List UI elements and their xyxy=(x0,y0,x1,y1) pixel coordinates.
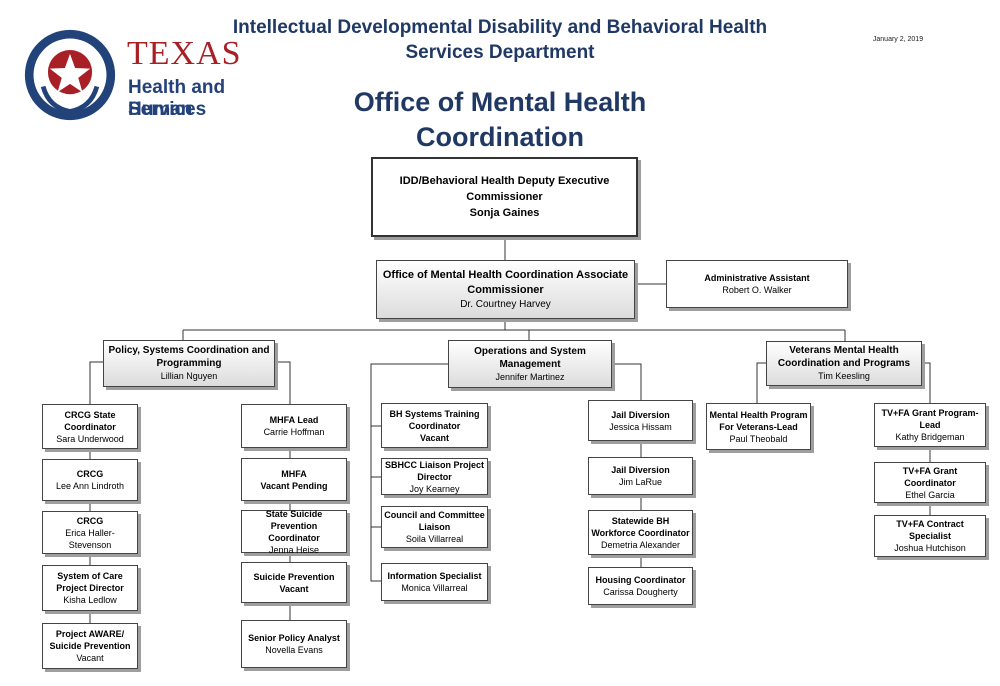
org-box-name: Joshua Hutchison xyxy=(894,543,966,553)
org-box-name: Lee Ann Lindroth xyxy=(55,481,125,491)
org-box-name: Novella Evans xyxy=(265,645,323,655)
org-box-workforce-coordinator: Statewide BH Workforce Coordinator Demet… xyxy=(588,510,693,555)
org-box-mh-veterans-lead: Mental Health Program For Veterans-Lead … xyxy=(706,403,811,450)
org-box-title: State Suicide Prevention Coordinator xyxy=(265,508,323,543)
org-box-title: Policy, Systems Coordination and Program… xyxy=(108,345,270,369)
org-box-name: Tim Keesling xyxy=(818,371,870,381)
org-box-deputy: IDD/Behavioral Health Deputy Executive C… xyxy=(371,157,638,237)
org-box-title: CRCG xyxy=(76,469,104,479)
org-box-title: CRCG State Coordinator xyxy=(64,409,116,432)
org-box-name: Dr. Courtney Harvey xyxy=(460,298,551,310)
org-box-title: Project AWARE/ Suicide Prevention xyxy=(49,629,131,651)
org-box-name: Jessica Hissam xyxy=(609,421,672,432)
line-ops-left-spine xyxy=(370,363,448,582)
org-box-name: Demetria Alexander xyxy=(600,539,681,550)
org-box-name: Robert O. Walker xyxy=(722,285,792,295)
org-box-suicide-coordinator: State Suicide Prevention Coordinator Jen… xyxy=(241,508,347,555)
org-box-tvfa-lead: TV+FA Grant Program-Lead Kathy Bridgeman xyxy=(874,403,986,447)
org-box-housing-coordinator: Housing Coordinator Carissa Dougherty xyxy=(588,567,693,605)
org-box-name: Vacant xyxy=(279,583,309,594)
org-box-senior-policy: Senior Policy Analyst Novella Evans xyxy=(241,620,347,668)
org-box-sbhcc: SBHCC Liaison Project Director Joy Kearn… xyxy=(381,458,488,495)
org-box-title: Housing Coordinator xyxy=(595,575,686,585)
org-box-title: Statewide BH Workforce Coordinator xyxy=(591,515,690,538)
org-box-name: Carissa Dougherty xyxy=(603,587,678,597)
org-box-tvfa-contract: TV+FA Contract Specialist Joshua Hutchis… xyxy=(874,515,986,557)
org-box-system-of-care: System of Care Project Director Kisha Le… xyxy=(42,565,138,611)
org-box-suicide-prevention: Suicide Prevention Vacant xyxy=(241,562,347,603)
org-box-assistant: Administrative Assistant Robert O. Walke… xyxy=(666,260,848,308)
texas-hhs-logo: TEXAS Health and Human Services xyxy=(22,25,292,125)
org-box-title: Jail Diversion xyxy=(611,409,670,420)
org-box-title: TV+FA Grant Coordinator xyxy=(902,465,958,488)
org-box-name: Soila Villarreal xyxy=(405,534,464,544)
org-box-title: System of Care Project Director xyxy=(56,571,124,593)
org-box-name: Kisha Ledlow xyxy=(63,595,117,605)
org-box-title: Council and Committee Liaison xyxy=(384,510,485,532)
org-box-title: TV+FA Grant Program-Lead xyxy=(881,408,979,430)
org-box-title: Suicide Prevention xyxy=(253,571,335,582)
logo-texas-text: TEXAS xyxy=(127,35,242,72)
line-vet-left-drop xyxy=(756,362,766,403)
line-vet-right-drop xyxy=(922,362,931,403)
org-box-name: Vacant xyxy=(76,653,104,663)
org-box-name: Sara Underwood xyxy=(56,433,124,444)
org-box-title: Administrative Assistant xyxy=(704,273,810,283)
org-box-title: Veterans Mental Health Coordination and … xyxy=(777,345,911,369)
org-box-council-liaison: Council and Committee Liaison Soila Vill… xyxy=(381,506,488,548)
org-box-title: Operations and System Management xyxy=(474,345,586,370)
org-box-name: Ethel Garcia xyxy=(905,489,955,500)
org-box-name: Jim LaRue xyxy=(618,477,663,487)
org-box-crcg-2: CRCG Erica Haller-Stevenson xyxy=(42,511,138,554)
org-box-name: Kathy Bridgeman xyxy=(895,432,965,442)
org-box-name: Erica Haller-Stevenson xyxy=(65,527,115,550)
org-box-crcg-1: CRCG Lee Ann Lindroth xyxy=(42,459,138,501)
logo-hhs-line2: Services xyxy=(128,99,207,120)
org-box-title: MHFA xyxy=(281,468,307,479)
org-box-title: CRCG xyxy=(76,515,104,526)
logo-hhs-line1: Health and Human xyxy=(128,77,226,120)
org-box-name: Carrie Hoffman xyxy=(263,427,325,437)
org-box-title: Mental Health Program For Veterans-Lead xyxy=(709,409,808,432)
org-box-title: Jail Diversion xyxy=(611,465,670,475)
org-box-title: IDD/Behavioral Health Deputy Executive C… xyxy=(399,175,610,203)
org-box-name: Jenna Heise xyxy=(268,544,320,555)
org-box-title: Office of Mental Health Coordination Ass… xyxy=(382,268,629,296)
org-box-jail-diversion-1: Jail Diversion Jessica Hissam xyxy=(588,400,693,441)
org-box-jail-diversion-2: Jail Diversion Jim LaRue xyxy=(588,457,693,495)
org-box-veterans: Veterans Mental Health Coordination and … xyxy=(766,341,922,386)
org-box-associate: Office of Mental Health Coordination Ass… xyxy=(376,260,635,319)
org-box-name: Vacant Pending xyxy=(260,480,328,491)
org-box-name: Sonja Gaines xyxy=(469,207,540,219)
org-box-title: MHFA Lead xyxy=(269,415,319,425)
org-box-mhfa: MHFA Vacant Pending xyxy=(241,458,347,501)
org-box-policy: Policy, Systems Coordination and Program… xyxy=(103,340,275,387)
texas-seal-icon xyxy=(24,29,116,121)
org-box-project-aware: Project AWARE/ Suicide Prevention Vacant xyxy=(42,623,138,669)
org-box-crcg-coordinator: CRCG State Coordinator Sara Underwood xyxy=(42,404,138,449)
department-title: Intellectual Developmental Disability an… xyxy=(232,17,768,63)
org-box-name: Monica Villarreal xyxy=(401,583,468,593)
line-ops-right-drop xyxy=(612,363,642,400)
org-box-name: Lillian Nguyen xyxy=(160,371,218,381)
org-box-name: Jennifer Martinez xyxy=(495,371,565,382)
org-box-name: Paul Theobald xyxy=(729,433,788,444)
org-box-operations: Operations and System Management Jennife… xyxy=(448,340,612,388)
org-box-name: Vacant xyxy=(419,432,450,443)
office-title: Office of Mental Health Coordination xyxy=(353,87,647,152)
org-box-title: Senior Policy Analyst xyxy=(248,633,340,643)
org-box-title: TV+FA Contract Specialist xyxy=(896,519,964,541)
org-box-tvfa-coordinator: TV+FA Grant Coordinator Ethel Garcia xyxy=(874,462,986,503)
org-box-bh-training: BH Systems Training Coordinator Vacant xyxy=(381,403,488,448)
org-box-name: Joy Kearney xyxy=(409,483,460,494)
org-box-title: BH Systems Training Coordinator xyxy=(389,408,480,431)
org-box-information-specialist: Information Specialist Monica Villarreal xyxy=(381,563,488,601)
chart-date: January 2, 2019 xyxy=(872,36,924,43)
org-box-mhfa-lead: MHFA Lead Carrie Hoffman xyxy=(241,404,347,448)
org-box-title: SBHCC Liaison Project Director xyxy=(384,459,485,482)
org-box-title: Information Specialist xyxy=(387,571,482,581)
